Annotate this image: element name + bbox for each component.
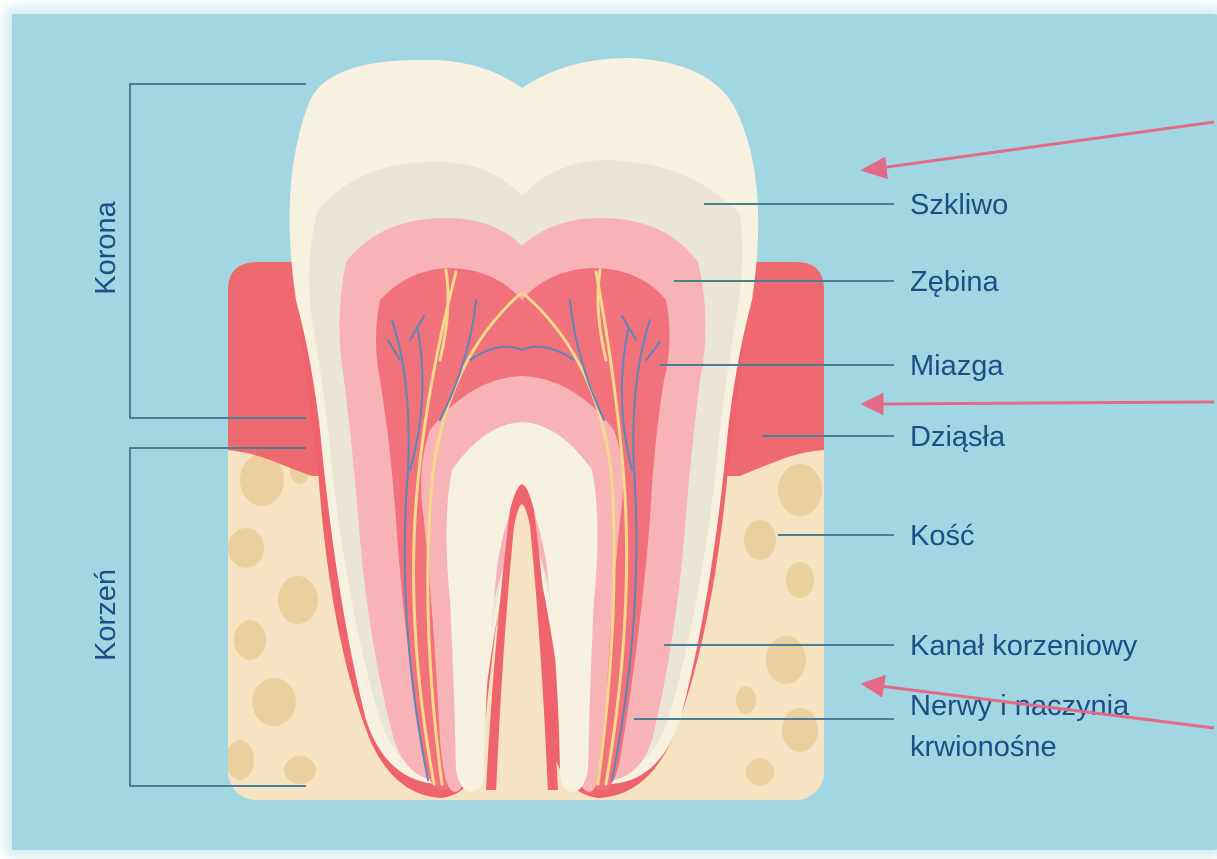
label-enamel: Szkliwo [910,189,1008,221]
label-gums: Dziąsła [910,421,1006,453]
label-dentin: Zębina [910,266,1000,298]
label-nerves-line2: krwionośne [910,731,1057,763]
root-group-label: Korzeń [90,569,122,661]
label-bone: Kość [910,520,974,552]
label-root-canal: Kanał korzeniowy [910,630,1138,662]
crown-group-label: Korona [90,200,122,294]
label-pulp: Miazga [910,350,1004,382]
